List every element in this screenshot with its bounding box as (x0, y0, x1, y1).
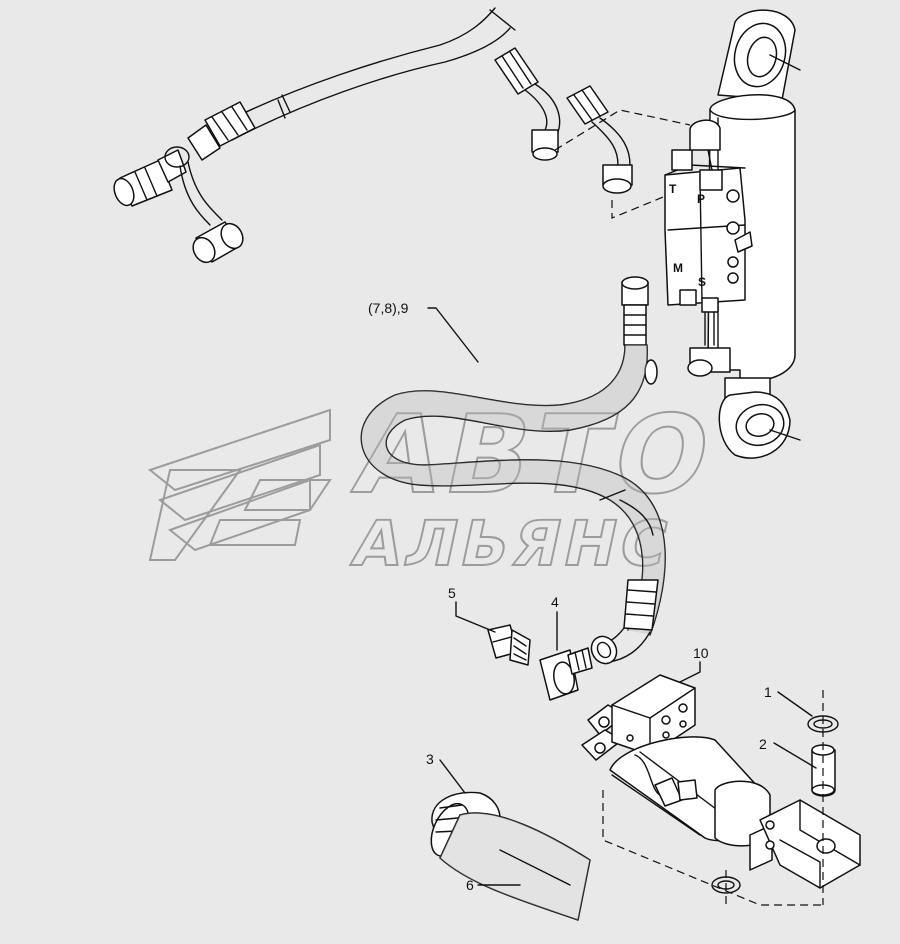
callout-part-1: 1 (764, 684, 772, 700)
port-label-t: T (669, 182, 677, 196)
callout-part-2: 2 (759, 736, 767, 752)
fitting-part-4 (539, 647, 593, 701)
flexible-hose (360, 276, 666, 665)
port-label-p: P (697, 192, 705, 206)
callout-part-10: 10 (693, 645, 709, 661)
callout-part-6: 6 (466, 877, 474, 893)
callout-part-4: 4 (551, 594, 559, 610)
dashed-leaders-top (554, 109, 691, 219)
upper-elbow-fittings (494, 47, 633, 194)
port-label-m: M (673, 261, 683, 275)
callout-part-3: 3 (426, 751, 434, 767)
fitting-part-5 (487, 624, 531, 666)
port-label-s: S (698, 275, 706, 289)
callout-hose-assembly: (7,8),9 (368, 300, 409, 316)
watermark-emblem (147, 408, 332, 561)
callout-leaders (427, 307, 817, 886)
callout-labels: (7,8),9 5 4 10 1 2 3 6 (368, 300, 772, 893)
watermark-logo: АВТО АЛЬЯНС (147, 391, 728, 581)
callout-part-5: 5 (448, 585, 456, 601)
lower-cylinder (581, 674, 861, 889)
upper-hose-assembly (113, 7, 516, 264)
protective-sleeve (430, 791, 591, 921)
watermark-text-line1: АВТО (345, 392, 727, 518)
watermark-text-line2: АЛЬЯНС (347, 508, 678, 580)
valve-block: T P M S (664, 119, 753, 377)
dashed-leaders-lower (602, 690, 824, 906)
